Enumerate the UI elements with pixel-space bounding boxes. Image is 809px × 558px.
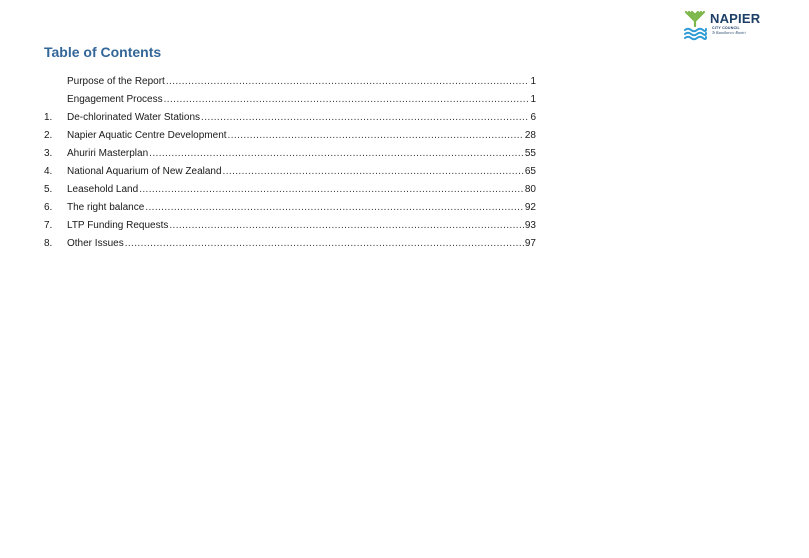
toc-entry-number: 1. xyxy=(44,112,53,123)
toc-entry-number: 5. xyxy=(44,184,53,195)
toc-entry-page[interactable]: 6 xyxy=(530,112,536,123)
toc-entry-label[interactable]: Ahuriri Masterplan xyxy=(67,148,149,159)
toc-entry[interactable]: 3. Ahuriri Masterplan ..................… xyxy=(44,147,536,165)
toc-entry-label[interactable]: Leasehold Land xyxy=(67,184,139,195)
toc-entry-page[interactable]: 1 xyxy=(530,94,536,105)
logo-name: NAPIER xyxy=(710,11,761,26)
toc-entry[interactable]: 8. Other Issues ........................… xyxy=(44,237,536,255)
toc-entry-label[interactable]: The right balance xyxy=(67,202,145,213)
toc-entry[interactable]: 1. De-chlorinated Water Stations .......… xyxy=(44,111,536,129)
toc-entry-page[interactable]: 93 xyxy=(524,220,536,231)
logo-subtitle: CITY COUNCIL xyxy=(712,26,740,30)
toc-entry-page[interactable]: 28 xyxy=(524,130,536,141)
toc-dot-leader: ........................................… xyxy=(222,166,524,177)
toc-dot-leader: ........................................… xyxy=(201,112,530,123)
toc-entry-label[interactable]: LTP Funding Requests xyxy=(67,220,169,231)
toc-entry-number: 2. xyxy=(44,130,53,141)
toc-entry[interactable]: 6. The right balance ...................… xyxy=(44,201,536,219)
toc-dot-leader: ........................................… xyxy=(139,184,524,195)
toc-dot-leader: ........................................… xyxy=(149,148,524,159)
toc-entry-page[interactable]: 97 xyxy=(524,238,536,249)
toc-entry-page[interactable]: 1 xyxy=(530,76,536,87)
toc-dot-leader: ........................................… xyxy=(145,202,524,213)
toc-entry-page[interactable]: 92 xyxy=(524,202,536,213)
toc-dot-leader: ........................................… xyxy=(227,130,524,141)
toc-entry-number: 4. xyxy=(44,166,53,177)
toc-entry[interactable]: 5. Leasehold Land ......................… xyxy=(44,183,536,201)
toc-title: Table of Contents xyxy=(44,44,162,60)
toc-entry[interactable]: 2. Napier Aquatic Centre Development ...… xyxy=(44,129,536,147)
toc-entry-label[interactable]: De-chlorinated Water Stations xyxy=(67,112,201,123)
toc-entry-number: 3. xyxy=(44,148,53,159)
toc-entry-page[interactable]: 65 xyxy=(524,166,536,177)
toc-entry-label[interactable]: Other Issues xyxy=(67,238,124,249)
logo-tagline: Te Kaunihera o Ahuriri xyxy=(712,31,746,35)
napier-city-council-logo: NAPIER CITY COUNCIL Te Kaunihera o Ahuri… xyxy=(683,9,765,43)
toc-dot-leader: ........................................… xyxy=(163,94,530,105)
toc-entry-number: 6. xyxy=(44,202,53,213)
toc-entry-label[interactable]: Engagement Process xyxy=(67,94,163,105)
toc-dot-leader: ........................................… xyxy=(124,238,524,249)
toc-entry-number: 8. xyxy=(44,238,53,249)
toc-entry-page[interactable]: 55 xyxy=(524,148,536,159)
toc-entry[interactable]: 7. LTP Funding Requests ................… xyxy=(44,219,536,237)
toc-dot-leader: ........................................… xyxy=(165,76,530,87)
toc-entry-label[interactable]: National Aquarium of New Zealand xyxy=(67,166,222,177)
toc-entry[interactable]: Engagement Process .....................… xyxy=(44,93,536,111)
fern-wave-logo-icon xyxy=(684,10,707,41)
toc-dot-leader: ........................................… xyxy=(169,220,524,231)
toc-entry-page[interactable]: 80 xyxy=(524,184,536,195)
toc-entry[interactable]: 4. National Aquarium of New Zealand ....… xyxy=(44,165,536,183)
toc-entry-label[interactable]: Napier Aquatic Centre Development xyxy=(67,130,227,141)
toc-list: Purpose of the Report ..................… xyxy=(44,75,536,255)
toc-entry[interactable]: Purpose of the Report ..................… xyxy=(44,75,536,93)
toc-entry-number: 7. xyxy=(44,220,53,231)
toc-entry-label[interactable]: Purpose of the Report xyxy=(67,76,165,87)
